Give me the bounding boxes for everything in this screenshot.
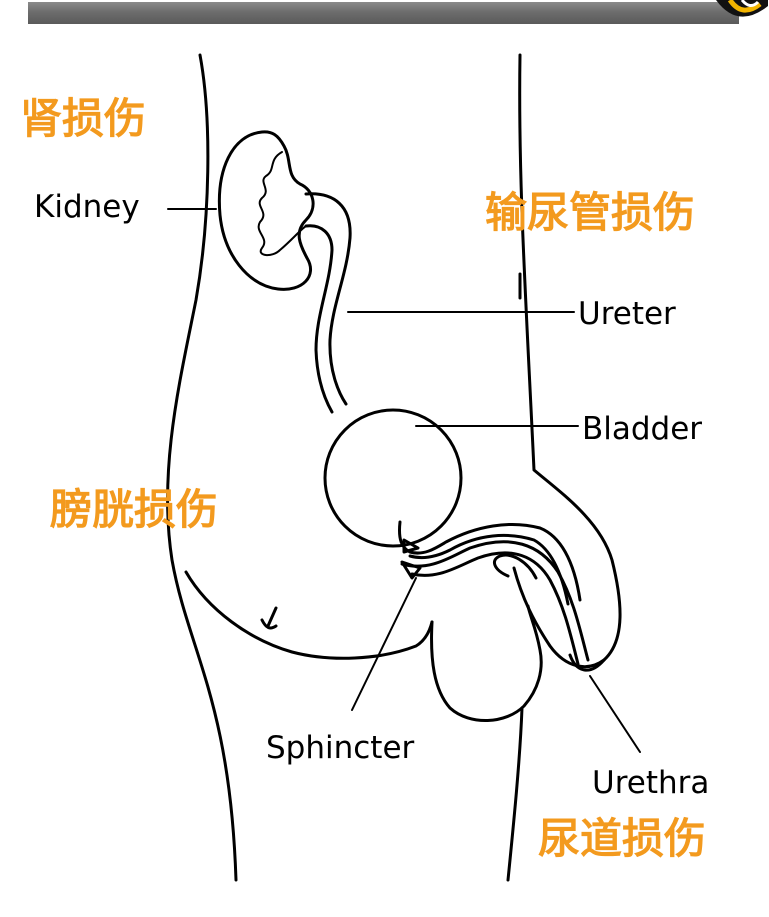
ureter-injury-label: 输尿管损伤 bbox=[485, 192, 695, 234]
scrotum bbox=[432, 606, 542, 721]
penis bbox=[514, 568, 604, 667]
sphincter-label: Sphincter bbox=[266, 733, 414, 764]
urethra-injury-label: 尿道损伤 bbox=[538, 818, 706, 860]
bladder-shape bbox=[325, 410, 461, 546]
kidney-label: Kidney bbox=[34, 192, 140, 223]
kidney-injury-label: 肾损伤 bbox=[20, 98, 146, 140]
ureter-label: Ureter bbox=[578, 299, 676, 330]
ureter-inner bbox=[306, 226, 332, 412]
bladder-label: Bladder bbox=[582, 414, 702, 445]
body-outline-left bbox=[168, 55, 236, 880]
urethra-label: Urethra bbox=[592, 768, 709, 799]
kidney-shape bbox=[219, 132, 313, 290]
bladder-injury-label: 膀胱损伤 bbox=[50, 489, 218, 531]
